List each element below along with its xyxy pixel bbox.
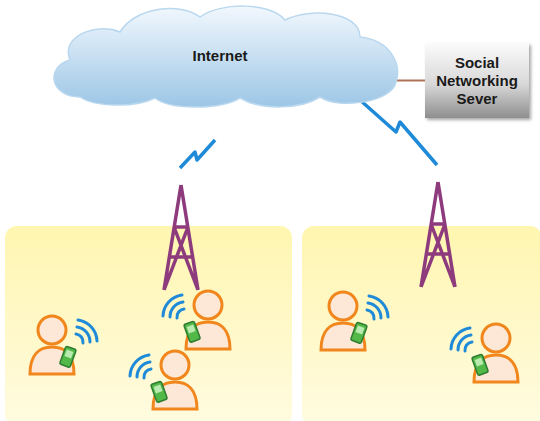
user-with-phone bbox=[163, 291, 230, 349]
node-label: Internet bbox=[192, 47, 247, 65]
node-label: Social Networking Sever bbox=[429, 54, 525, 108]
wireless-link bbox=[180, 140, 215, 168]
network-link bbox=[394, 80, 425, 82]
user-with-phone bbox=[130, 351, 197, 409]
area-right bbox=[302, 226, 540, 421]
user-with-phone bbox=[321, 292, 388, 350]
area-left bbox=[5, 226, 292, 421]
tower-left bbox=[164, 185, 198, 290]
internet-cloud: Internet bbox=[40, 2, 400, 110]
user-with-phone bbox=[451, 324, 518, 382]
user-with-phone bbox=[30, 316, 97, 374]
tower-right bbox=[421, 182, 455, 287]
server-box: Social Networking Sever bbox=[425, 43, 529, 118]
